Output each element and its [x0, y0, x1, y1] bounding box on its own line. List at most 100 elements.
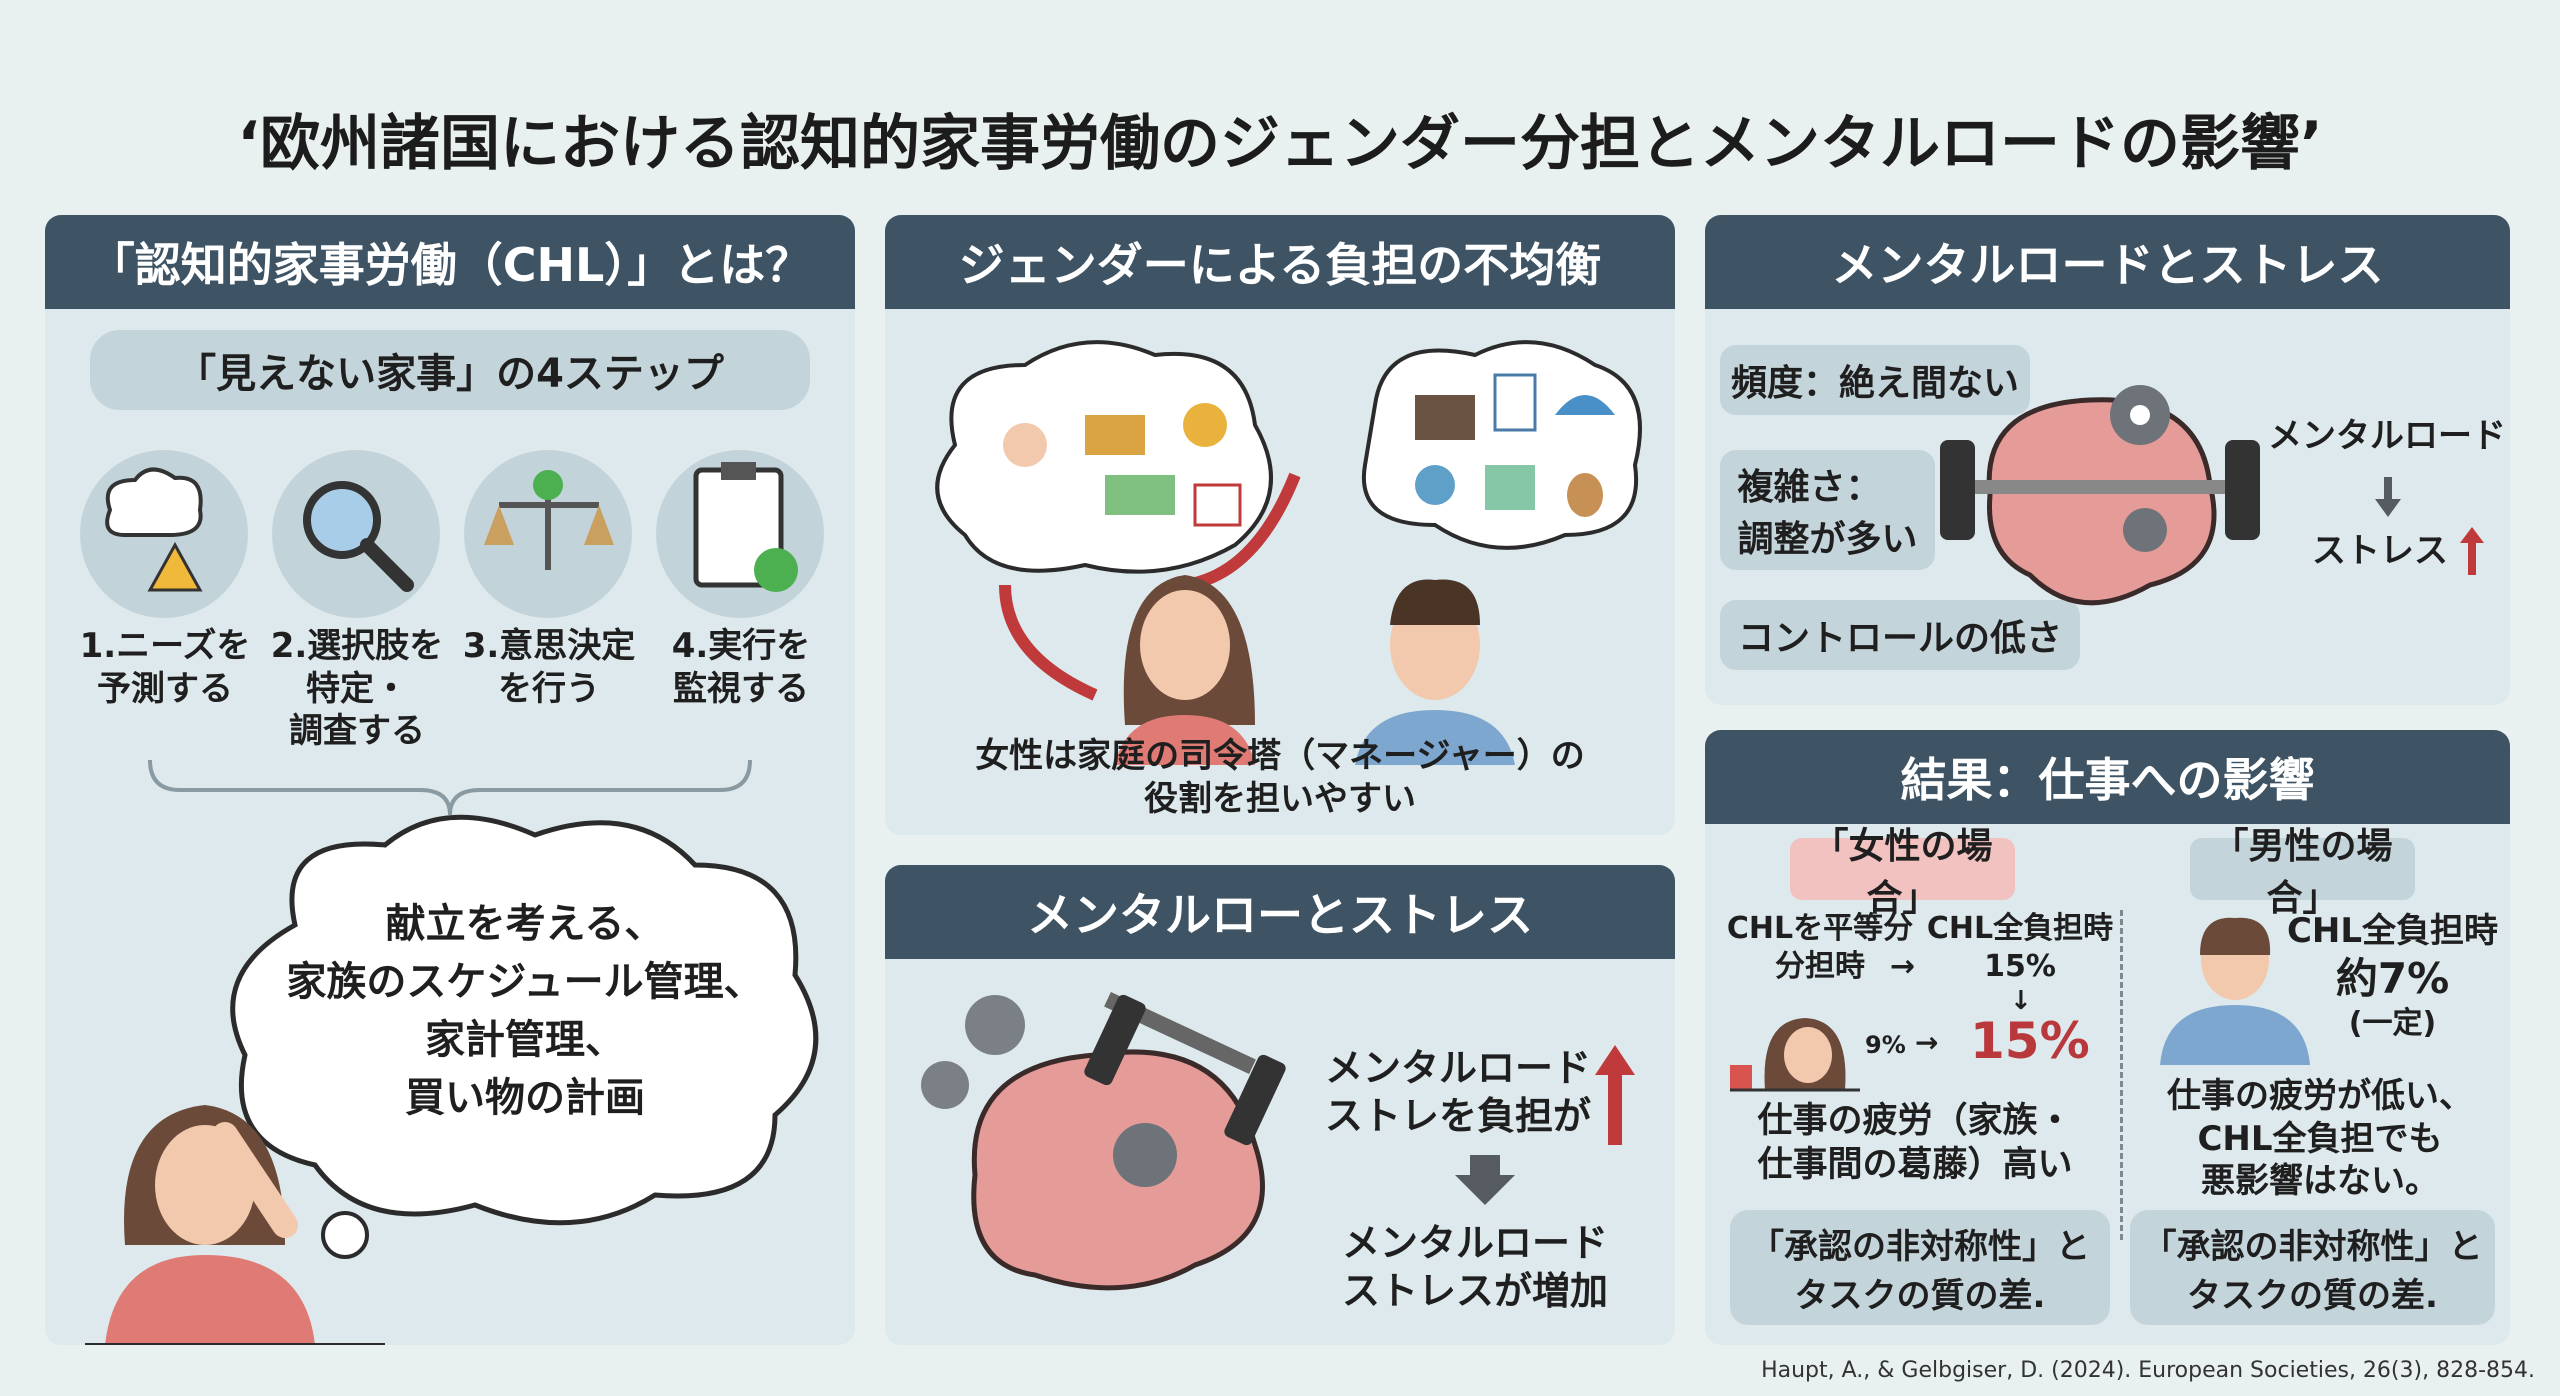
text-line: 「承認の非対称性」と — [2142, 1226, 2483, 1267]
man-illustration — [2160, 917, 2310, 1065]
woman-thought-bubble — [935, 340, 1273, 574]
panel-header: メンタルローとストレス — [885, 865, 1675, 959]
gender-illustration — [935, 340, 1642, 765]
men-note: 「承認の非対称性」と タスクの質の差. — [2130, 1210, 2495, 1325]
text-line: CHL全負担でも — [2197, 1118, 2443, 1159]
text-line: 仕事の疲労が低い、 — [2167, 1076, 2473, 1116]
example-line: 家計管理、 — [425, 1017, 625, 1063]
example-line: 買い物の計画 — [405, 1075, 645, 1121]
text-line: 仕事の疲労（家族・ — [1757, 1101, 2073, 1141]
caption-line: 女性は家庭の司令塔（マネージャー）の — [975, 736, 1585, 776]
man-thought-bubble — [1361, 340, 1642, 550]
text-line: 悪影響はない。 — [2201, 1161, 2439, 1201]
magnifier-icon — [272, 450, 440, 618]
drink-icon — [1485, 465, 1535, 510]
stressed-woman-illustration — [85, 1105, 385, 1345]
panel-mental-load: メンタルロードとストレス 頻度：絶え間ない 複雑さ： 調整が多い コントロールの… — [1705, 215, 2510, 705]
text-line: CHLを平等分 — [1726, 911, 1914, 946]
panel-chl-definition: 「認知的家事労働（CHL）」とは？ 「見えない家事」の4ステップ 1.ニーズを … — [45, 215, 855, 1345]
women-after-value: 15% — [1970, 1012, 2090, 1070]
text-line: タスクの質の差. — [2187, 1275, 2438, 1316]
mental-load-up: メンタルロード ストレを負担が — [1325, 1045, 1595, 1140]
arrow-right-icon: → — [1915, 1026, 1939, 1059]
gender-caption: 女性は家庭の司令塔（マネージャー）の 役割を担いやすい — [885, 735, 1675, 820]
step-label: 1.ニーズを 予測する — [79, 626, 251, 709]
gear-icon — [921, 995, 1025, 1109]
subtitle-pill: 「見えない家事」の4ステップ — [90, 330, 810, 410]
result-stress: ストレス — [2312, 531, 2448, 571]
briefcase-icon — [1415, 395, 1475, 440]
step-label: 2.選択肢を 特定・ 調査する — [270, 626, 444, 751]
scale-icon — [464, 450, 632, 618]
result-mental-load: メンタルロード — [2268, 416, 2506, 456]
factor-complexity: 複雑さ： 調整が多い — [1720, 450, 1935, 570]
coin-icon — [1183, 403, 1227, 447]
person-icon — [1003, 423, 1047, 467]
text-line: CHL全負担時 — [1926, 911, 2114, 946]
text-line: 分担時 — [1775, 948, 1865, 984]
text-line: (一定) — [2348, 1006, 2437, 1041]
step-label: 4.実行を 監視する — [671, 626, 811, 709]
panel-gender-imbalance: ジェンダーによる負担の不均衡 女性は家庭の司令塔（マネージャー）の 役割を担いや… — [885, 215, 1675, 835]
text-line: タスクの質の差. — [1794, 1275, 2046, 1316]
dumbbell-icon — [1950, 480, 2250, 494]
clipboard-check-icon — [656, 450, 824, 618]
caption-line: 役割を担いやすい — [1144, 778, 1416, 819]
arrow-down-icon — [1455, 1155, 1515, 1205]
arrow-up-icon — [1595, 1045, 1635, 1145]
panel-header: メンタルロードとストレス — [1705, 215, 2510, 309]
women-effect: 仕事の疲労（家族・ 仕事間の葛藤）高い — [1720, 1100, 2110, 1188]
brain-icon — [1986, 397, 2217, 606]
calendar-icon — [1193, 483, 1242, 527]
men-effect: 仕事の疲労が低い、 CHL全負担でも 悪影響はない。 — [2130, 1075, 2510, 1203]
page-title: ‘欧州諸国における認知的家事労働のジェンダー分担とメンタルロードの影響’ — [237, 109, 2323, 179]
money-icon — [1105, 475, 1175, 515]
women-equal-share: CHLを平等分 分担時 — [1720, 910, 1920, 985]
factor-frequency: 頻度：絶え間ない — [1720, 345, 2030, 415]
text-line: ストレスが増加 — [1341, 1268, 1608, 1313]
text-line: CHL全負担時 — [2286, 911, 2499, 951]
gear-icon — [2123, 508, 2167, 552]
text-line: 「承認の非対称性」と — [1750, 1226, 2090, 1267]
mental-load-result: メンタルロード ストレスが増加 — [1325, 1220, 1625, 1315]
panel-header: ジェンダーによる負担の不均衡 — [885, 215, 1675, 309]
women-before-value: 9% — [1865, 1031, 1906, 1059]
arrow-right-icon: → — [1890, 949, 1916, 984]
example-line: 献立を考える、 — [385, 901, 665, 947]
women-note: 「承認の非対称性」と タスクの質の差. — [1730, 1210, 2110, 1325]
thought-warning-icon — [80, 450, 248, 618]
panel-header: 「認知的家事労働（CHL）」とは？ — [45, 215, 855, 309]
stressed-woman-illustration — [1730, 1018, 1860, 1092]
women-label: 「女性の場合」 — [1790, 826, 2015, 919]
men-label: 「男性の場合」 — [2190, 826, 2415, 919]
panel-header: 結果：仕事への影響 — [1705, 730, 2510, 824]
arrow-up-icon — [2460, 527, 2484, 575]
text-line: ストレを負担が — [1325, 1093, 1592, 1138]
text-line: メンタルロード — [1325, 1046, 1592, 1090]
brain-dumbbell-illustration — [1940, 385, 2260, 606]
divider — [2120, 910, 2123, 1240]
text-line: メンタルロード — [1341, 1221, 1608, 1265]
step-label: 3.意思決定 を行う — [462, 626, 636, 709]
text-line: 15% — [1984, 948, 2056, 984]
example-line: 家族のスケジュール管理、 — [286, 959, 764, 1005]
thought-cloud — [230, 814, 819, 1259]
panel-work-impact: 結果：仕事への影響 「女性の場合」 「男性の場合」 CHLを平等分 分担時 CH… — [1705, 730, 2510, 1345]
brain-dumbbell-illustration — [921, 991, 1286, 1291]
guitar-icon — [1567, 473, 1603, 517]
panel-mental-stress: メンタルローとストレス メンタルロード ストレを負担が メンタルロード ストレス… — [885, 865, 1675, 1345]
arrow-down-icon — [2375, 477, 2401, 517]
umbrella-icon — [1555, 395, 1615, 415]
document-icon — [1493, 373, 1537, 432]
women-full-share: CHL全負担時 15% — [1920, 910, 2120, 985]
factor-low-control: コントロールの低さ — [1720, 600, 2080, 670]
men-stat: CHL全負担時 約7% (一定) — [2280, 910, 2505, 1043]
text-line: 約7% — [2335, 953, 2450, 1003]
compass-icon — [1415, 465, 1455, 505]
citation: Haupt, A., & Gelbgiser, D. (2024). Europ… — [1761, 1358, 2535, 1383]
arrow-down-icon: ↓ — [2010, 986, 2032, 1016]
food-icon — [1085, 415, 1145, 455]
bracket — [148, 759, 752, 816]
text-line: 仕事間の葛藤）高い — [1757, 1144, 2073, 1185]
examples-text: 献立を考える、 家族のスケジュール管理、 家計管理、 買い物の計画 — [225, 895, 825, 1127]
